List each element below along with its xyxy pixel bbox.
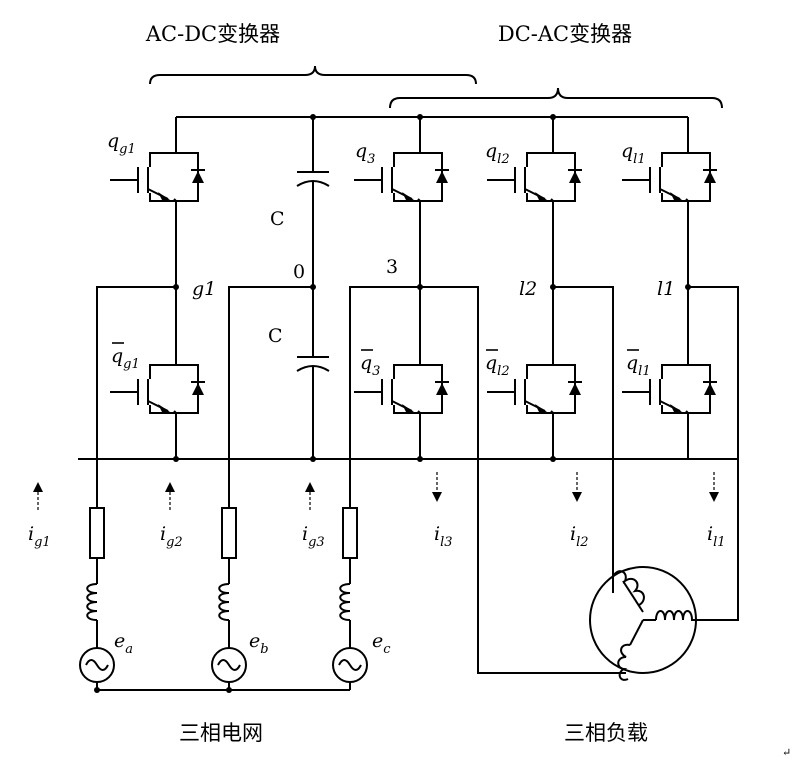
label-il2: il2	[570, 523, 589, 550]
ac-dc-brace	[149, 65, 477, 85]
label-ql2-bar: ql2	[485, 349, 510, 379]
label-ig2: ig2	[160, 523, 183, 550]
current-arrow-il3	[432, 472, 442, 502]
label-ql1: ql1	[621, 140, 646, 167]
current-arrow-il2	[572, 472, 582, 502]
svg-text:qg1: qg1	[111, 345, 140, 372]
label-il3: il3	[434, 523, 453, 550]
label-ea: ea	[114, 630, 133, 657]
label-il1: il1	[707, 523, 726, 550]
ac-dc-converter-title: AC-DC变换器	[145, 22, 280, 46]
label-ec: ec	[372, 630, 391, 657]
label-ig1: ig1	[28, 523, 51, 550]
label-capacitor-lower: C	[268, 325, 283, 347]
label-eb: eb	[249, 630, 269, 657]
dc-ac-converter-title: DC-AC变换器	[498, 22, 632, 46]
current-arrow-ig1	[33, 482, 43, 510]
label-q3: q3	[355, 140, 375, 167]
node-label-3: 3	[386, 256, 398, 278]
label-q3-bar: q3	[360, 349, 380, 379]
label-qg1-bar: qg1	[111, 342, 140, 372]
node-label-0: 0	[293, 261, 305, 283]
node-label-g1: g1	[192, 278, 216, 300]
ac-source-a	[79, 647, 115, 683]
label-qg1: qg1	[107, 130, 136, 157]
label-ql2: ql2	[485, 140, 510, 167]
load-caption: 三相负载	[564, 721, 648, 745]
paragraph-mark: ↵	[782, 746, 791, 759]
svg-text:ql2: ql2	[485, 352, 510, 379]
label-ql1-bar: ql1	[626, 349, 651, 379]
current-arrow-ig2	[165, 482, 175, 510]
grid-caption: 三相电网	[179, 721, 263, 745]
ac-source-b	[211, 647, 247, 683]
load-wiring	[420, 286, 739, 674]
dc-ac-brace	[389, 87, 723, 109]
node-label-l1: l1	[657, 278, 675, 300]
label-ig3: ig3	[302, 523, 325, 550]
current-arrow-il1	[709, 472, 719, 502]
junction-dots	[94, 114, 691, 693]
current-arrow-ig3	[305, 482, 315, 510]
three-phase-motor	[589, 566, 704, 681]
node-label-l2: l2	[519, 278, 537, 300]
svg-text:q3: q3	[360, 352, 380, 379]
label-capacitor-upper: C	[270, 208, 285, 230]
svg-text:ql1: ql1	[626, 352, 651, 379]
ac-source-c	[332, 647, 368, 683]
capacitor-bank	[296, 117, 330, 459]
grid-wiring	[86, 286, 420, 691]
